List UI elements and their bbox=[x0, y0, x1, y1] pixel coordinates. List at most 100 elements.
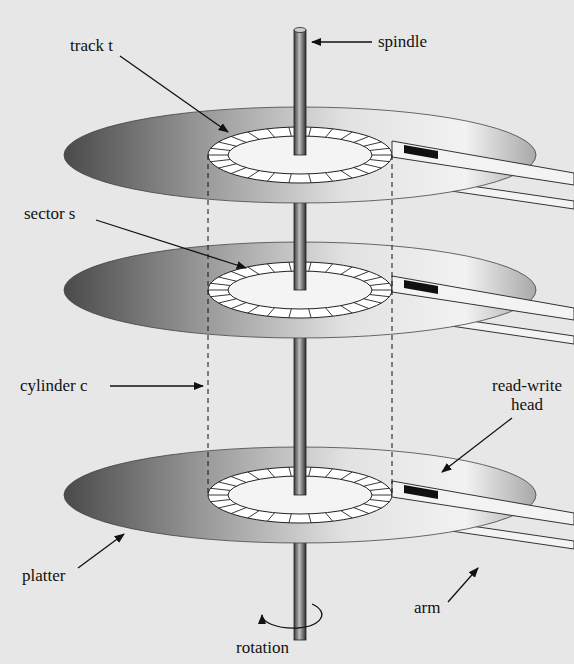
sector-divider bbox=[309, 127, 311, 136]
sector-divider bbox=[231, 168, 246, 174]
sector-divider bbox=[219, 142, 237, 146]
leader-line bbox=[78, 534, 124, 568]
sector-divider bbox=[364, 299, 382, 303]
sector-divider bbox=[289, 467, 291, 476]
sector-divider bbox=[248, 306, 259, 313]
sector-divider bbox=[231, 476, 246, 482]
sector-divider bbox=[211, 160, 230, 162]
upper-arm bbox=[392, 141, 574, 185]
part-label: spindle bbox=[378, 32, 468, 51]
sector-divider bbox=[364, 164, 382, 168]
sector-divider bbox=[248, 511, 259, 518]
sector-divider bbox=[219, 482, 237, 486]
sector-divider bbox=[354, 476, 369, 482]
sector-divider bbox=[289, 127, 291, 136]
sector-divider bbox=[211, 500, 230, 502]
leader-line bbox=[96, 220, 246, 268]
sector-divider bbox=[248, 171, 259, 178]
sector-divider bbox=[354, 271, 369, 277]
spindle-rod bbox=[294, 30, 306, 155]
sector-divider bbox=[326, 469, 333, 477]
sector-divider bbox=[219, 299, 237, 303]
sector-divider bbox=[341, 267, 352, 274]
sector-divider bbox=[326, 513, 333, 521]
leader-line bbox=[312, 41, 372, 42]
sector-divider bbox=[231, 271, 246, 277]
sector-divider bbox=[211, 148, 230, 150]
sector-divider bbox=[208, 290, 228, 291]
sector-divider bbox=[309, 174, 311, 183]
rotation-arrow bbox=[262, 604, 322, 628]
sector-divider bbox=[289, 262, 291, 271]
sector-divider bbox=[219, 504, 237, 508]
sector-divider bbox=[289, 514, 291, 523]
sector-divider bbox=[370, 160, 389, 162]
leader-line bbox=[110, 385, 203, 386]
sector-divider bbox=[309, 262, 311, 271]
sector-divider bbox=[354, 508, 369, 514]
disk-stack bbox=[64, 28, 574, 641]
sector-divider bbox=[370, 283, 389, 285]
read-write-head bbox=[404, 280, 438, 294]
read-write-head bbox=[404, 145, 438, 159]
sector-divider bbox=[208, 155, 228, 156]
sector-divider bbox=[267, 513, 274, 521]
sector-divider bbox=[326, 264, 333, 272]
sector-divider bbox=[309, 309, 311, 318]
sector-divider bbox=[267, 264, 274, 272]
part-label: arm bbox=[414, 598, 474, 617]
part-label: read-write head bbox=[480, 376, 574, 414]
sector-divider bbox=[341, 306, 352, 313]
sector-divider bbox=[248, 472, 259, 479]
part-label: sector s bbox=[24, 204, 114, 223]
sector-divider bbox=[248, 132, 259, 139]
sector-divider bbox=[372, 155, 392, 156]
leader-line bbox=[442, 418, 512, 472]
sector-divider bbox=[364, 277, 382, 281]
sector-divider bbox=[231, 136, 246, 142]
leader-line bbox=[448, 568, 478, 602]
part-label: rotation bbox=[236, 638, 326, 657]
sector-divider bbox=[341, 171, 352, 178]
sector-divider bbox=[354, 136, 369, 142]
cylinder-outline bbox=[208, 155, 209, 495]
upper-arm bbox=[392, 276, 574, 320]
part-label: track t bbox=[70, 36, 160, 55]
sector-divider bbox=[326, 173, 333, 181]
cylinder-outline bbox=[392, 155, 393, 495]
sector-divider bbox=[354, 168, 369, 174]
sector-divider bbox=[211, 488, 230, 490]
sector-divider bbox=[309, 467, 311, 476]
sector-divider bbox=[364, 142, 382, 146]
sector-divider bbox=[309, 514, 311, 523]
sector-divider bbox=[370, 500, 389, 502]
read-write-head bbox=[404, 485, 438, 499]
leader-line bbox=[120, 56, 228, 132]
sector-divider bbox=[341, 132, 352, 139]
sector-divider bbox=[267, 308, 274, 316]
sector-divider bbox=[267, 469, 274, 477]
sector-divider bbox=[326, 129, 333, 137]
sector-divider bbox=[289, 174, 291, 183]
sector-divider bbox=[341, 472, 352, 479]
upper-arm bbox=[392, 481, 574, 525]
sector-divider bbox=[370, 488, 389, 490]
part-label: platter bbox=[22, 566, 112, 585]
sector-divider bbox=[211, 283, 230, 285]
sector-divider bbox=[372, 290, 392, 291]
sector-divider bbox=[364, 504, 382, 508]
sector-divider bbox=[248, 267, 259, 274]
sector-divider bbox=[341, 511, 352, 518]
sector-divider bbox=[354, 303, 369, 309]
sector-divider bbox=[372, 495, 392, 496]
sector-divider bbox=[267, 129, 274, 137]
sector-divider bbox=[231, 303, 246, 309]
sector-divider bbox=[289, 309, 291, 318]
sector-divider bbox=[208, 495, 228, 496]
sector-divider bbox=[231, 508, 246, 514]
sector-divider bbox=[326, 308, 333, 316]
leader-lines bbox=[78, 42, 512, 628]
sector-divider bbox=[211, 295, 230, 297]
